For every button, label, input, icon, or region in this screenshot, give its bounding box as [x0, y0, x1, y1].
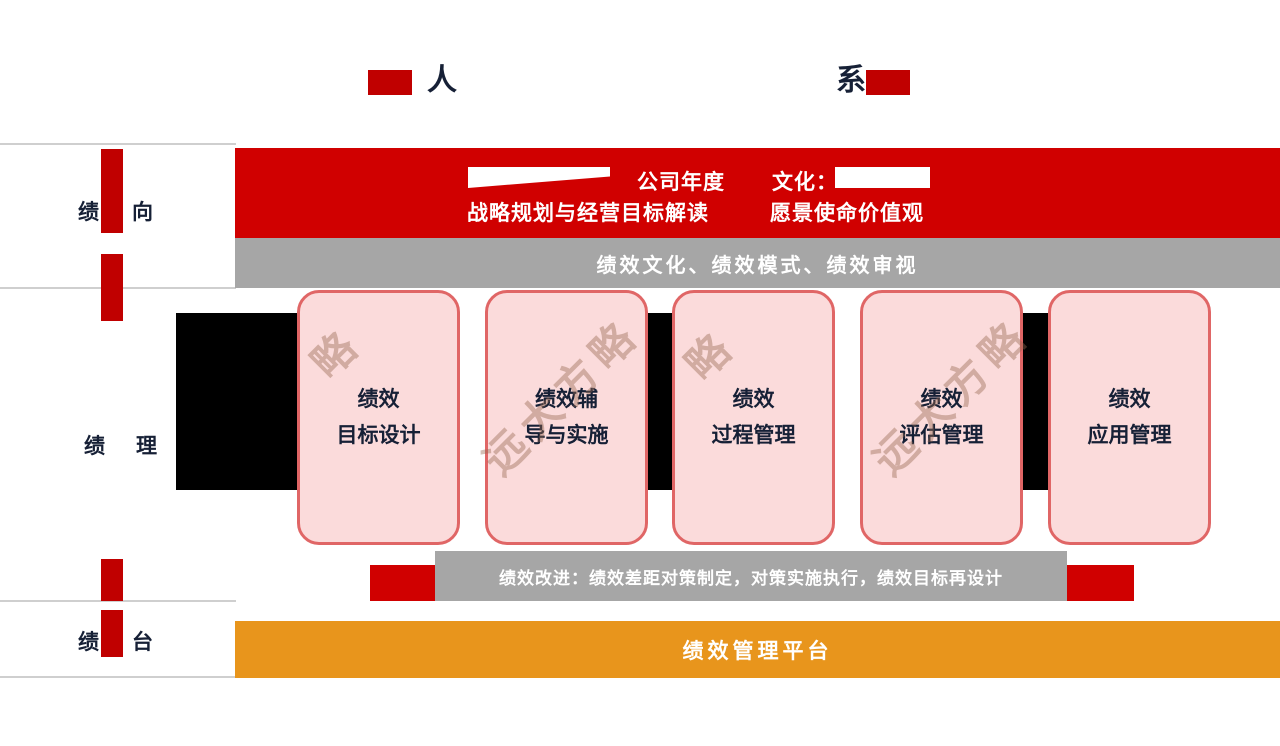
improvement-red-block-right	[1067, 565, 1134, 601]
process-box-4-line1: 绩效	[920, 388, 963, 411]
title-text-right-fragment: 系	[836, 64, 866, 97]
culture-bar-text: 绩效文化、绩效模式、绩效审视	[596, 254, 919, 277]
banner-vision-mission-text: 愿景使命价值观	[770, 202, 924, 225]
process-box-5-line1: 绩效	[1108, 388, 1151, 411]
left-red-bar-segment-1	[101, 149, 123, 233]
row2-label-left-fragment: 绩	[84, 435, 105, 458]
banner-white-overlay-rect	[835, 167, 930, 188]
process-box-evaluation: 绩效 评估管理	[860, 290, 1023, 545]
process-box-5-line2: 应用管理	[1087, 424, 1172, 447]
row3-label-right-fragment: 台	[132, 631, 153, 654]
row-divider-1	[0, 143, 236, 145]
row3-label-left-fragment: 绩	[78, 631, 99, 654]
improvement-bar-text: 绩效改进：绩效差距对策制定，对策实施执行，绩效目标再设计	[499, 568, 1003, 588]
platform-bar-text: 绩效管理平台	[682, 639, 833, 663]
row1-label-left-fragment: 绩	[78, 201, 99, 224]
improvement-red-block-left	[370, 565, 437, 601]
process-box-process-management: 绩效 过程管理	[672, 290, 835, 545]
row-divider-3	[0, 600, 236, 602]
title-accent-right	[866, 70, 910, 95]
process-box-1-line2: 目标设计	[336, 424, 421, 447]
process-box-2-line1: 绩效辅	[535, 388, 598, 411]
left-red-bar-segment-3	[101, 559, 123, 601]
process-box-1-line1: 绩效	[357, 388, 400, 411]
black-block-3	[1020, 313, 1052, 490]
process-box-3-line1: 绩效	[732, 388, 775, 411]
process-box-3-line2: 过程管理	[711, 424, 796, 447]
left-red-bar-segment-2	[101, 254, 123, 321]
platform-bar: 绩效管理平台	[235, 621, 1280, 678]
culture-bar: 绩效文化、绩效模式、绩效审视	[235, 238, 1280, 288]
banner-company-year-text: 公司年度	[637, 171, 725, 194]
row-divider-4	[0, 676, 236, 678]
banner-culture-label-text: 文化：	[772, 171, 838, 194]
process-box-4-line2: 评估管理	[899, 424, 984, 447]
row1-label-right-fragment: 向	[132, 201, 153, 224]
banner-strategy-goal-text: 战略规划与经营目标解读	[467, 202, 709, 225]
row2-label-right-fragment: 理	[136, 435, 157, 458]
strategy-banner: 公司年度 战略规划与经营目标解读 文化： 愿景使命价值观	[235, 148, 1280, 238]
process-box-coaching: 绩效辅 导与实施	[485, 290, 648, 545]
black-block-1	[176, 313, 298, 490]
improvement-bar: 绩效改进：绩效差距对策制定，对策实施执行，绩效目标再设计	[435, 551, 1067, 601]
process-box-application: 绩效 应用管理	[1048, 290, 1211, 545]
title-accent-left	[368, 70, 412, 95]
title-text-left-fragment: 人	[427, 64, 457, 97]
process-box-2-line2: 导与实施	[524, 424, 609, 447]
banner-white-overlay-wedge	[468, 167, 610, 188]
left-red-bar-segment-4	[101, 610, 123, 657]
process-box-goal-design: 绩效 目标设计	[297, 290, 460, 545]
